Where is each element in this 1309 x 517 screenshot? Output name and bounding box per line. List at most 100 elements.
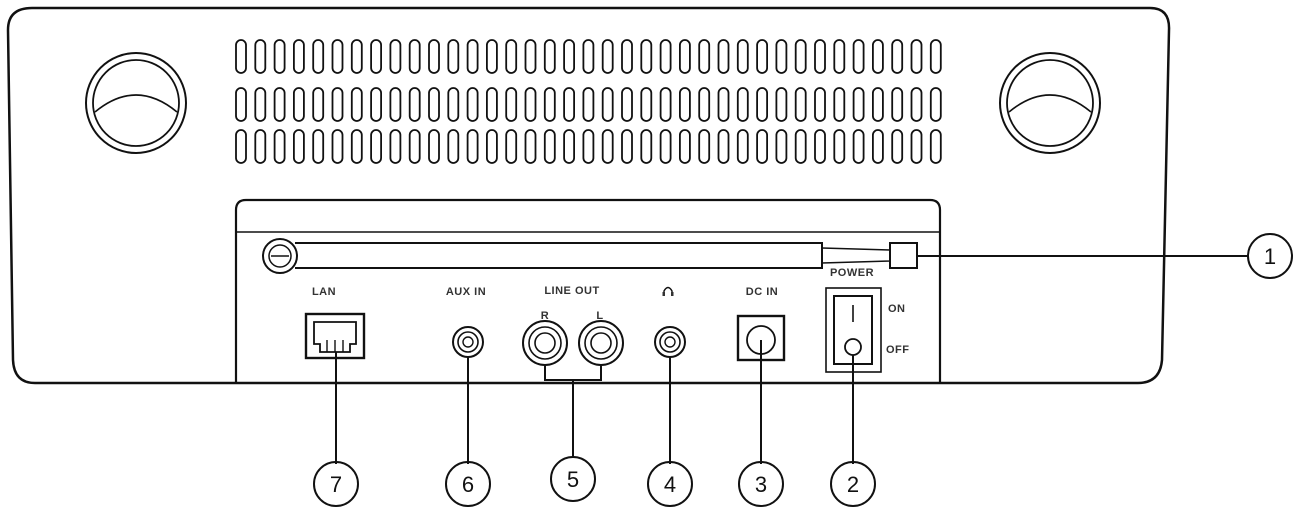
vent-slot [408,129,421,164]
vent-slot [408,39,421,74]
callout-3-number: 3 [755,472,767,497]
vent-slot [428,129,440,164]
vent-slot [292,87,305,122]
vent-slot [505,39,518,74]
vent-slot [350,87,363,122]
vent-slot [601,39,614,74]
vent-slot [775,39,788,74]
callout-6-number: 6 [462,472,474,497]
callout-4: 4 [647,461,693,507]
vent-slot [428,39,440,74]
power-on-label: ON [888,303,906,315]
vent-slot [621,129,633,164]
vent-slot [505,129,518,164]
vent-slot [891,39,904,74]
lan-label: LAN [312,286,336,298]
headphone-icon [662,286,674,296]
vent-slot [756,129,768,164]
vent-slot [910,129,923,164]
right-bass-port [999,52,1101,154]
vent-slot [292,39,305,74]
line-out-left-label: L [596,310,603,322]
vent-slot [640,129,653,164]
vent-slot [408,87,421,122]
vent-slot [929,39,942,74]
vent-slot [679,39,691,74]
vent-slot [659,129,672,164]
callout-1: 1 [1247,233,1293,279]
vent-slot [679,87,691,122]
vent-slot [929,87,942,122]
vent-slot [254,87,267,122]
callout-3: 3 [738,461,784,507]
vent-slot [273,39,286,74]
vent-slot [466,39,479,74]
vent-slot [312,87,325,122]
vent-slot [698,87,711,122]
vent-slot [331,87,344,122]
vent-slot [679,129,691,164]
vent-slot [447,39,460,74]
vent-slot [543,39,556,74]
vent-slot [717,87,730,122]
vent-slot [485,129,498,164]
callout-leader-lines [335,255,1248,464]
line-out-label: LINE OUT [544,285,599,297]
vent-slot [235,87,247,122]
vent-slot [640,87,653,122]
callout-5: 5 [550,456,596,502]
vent-slot [563,129,575,164]
vent-slot [891,129,904,164]
vent-slot [872,129,884,164]
vent-slot [794,39,807,74]
vent-slot [659,87,672,122]
vent-slot [814,129,826,164]
telescopic-antenna [262,238,918,274]
vent-slot [331,129,344,164]
vent-slot [621,39,633,74]
vent-slot [389,129,402,164]
vent-slot [736,87,749,122]
vent-slot [736,129,749,164]
vent-slot [601,87,614,122]
callout-1-number: 1 [1264,244,1276,269]
callout-5-number: 5 [567,467,579,492]
callout-2: 2 [830,461,876,507]
vent-slot [370,87,383,122]
power-off-label: OFF [886,344,910,356]
vent-slot [891,87,904,122]
vent-slot [273,87,286,122]
vent-slot [466,87,479,122]
vent-slot [524,87,537,122]
vent-slot [775,87,788,122]
lan-port [304,312,366,360]
vent-slot [428,87,440,122]
left-bass-port [85,52,187,154]
vent-slot [736,39,749,74]
vent-slot [872,87,884,122]
vent-slot [254,129,267,164]
vent-slot [563,87,575,122]
connector-panel-outline [234,198,942,383]
vent-slot [312,129,325,164]
vent-slot [254,39,267,74]
vent-slot [910,39,923,74]
vent-slot [543,87,556,122]
vent-slot [370,129,383,164]
aux-in-jack [452,326,484,358]
callout-7: 7 [313,461,359,507]
vent-slot [485,87,498,122]
line-out-right-jack [522,320,568,366]
vent-slot [582,129,595,164]
vent-slot [235,129,247,164]
vent-slot [910,87,923,122]
callout-6: 6 [445,461,491,507]
vent-slot [466,129,479,164]
vent-slot [485,39,498,74]
vent-slot [852,129,865,164]
line-out-right-label: R [541,310,549,322]
vent-slot [852,87,865,122]
vent-slot [331,39,344,74]
power-label: POWER [830,267,874,279]
